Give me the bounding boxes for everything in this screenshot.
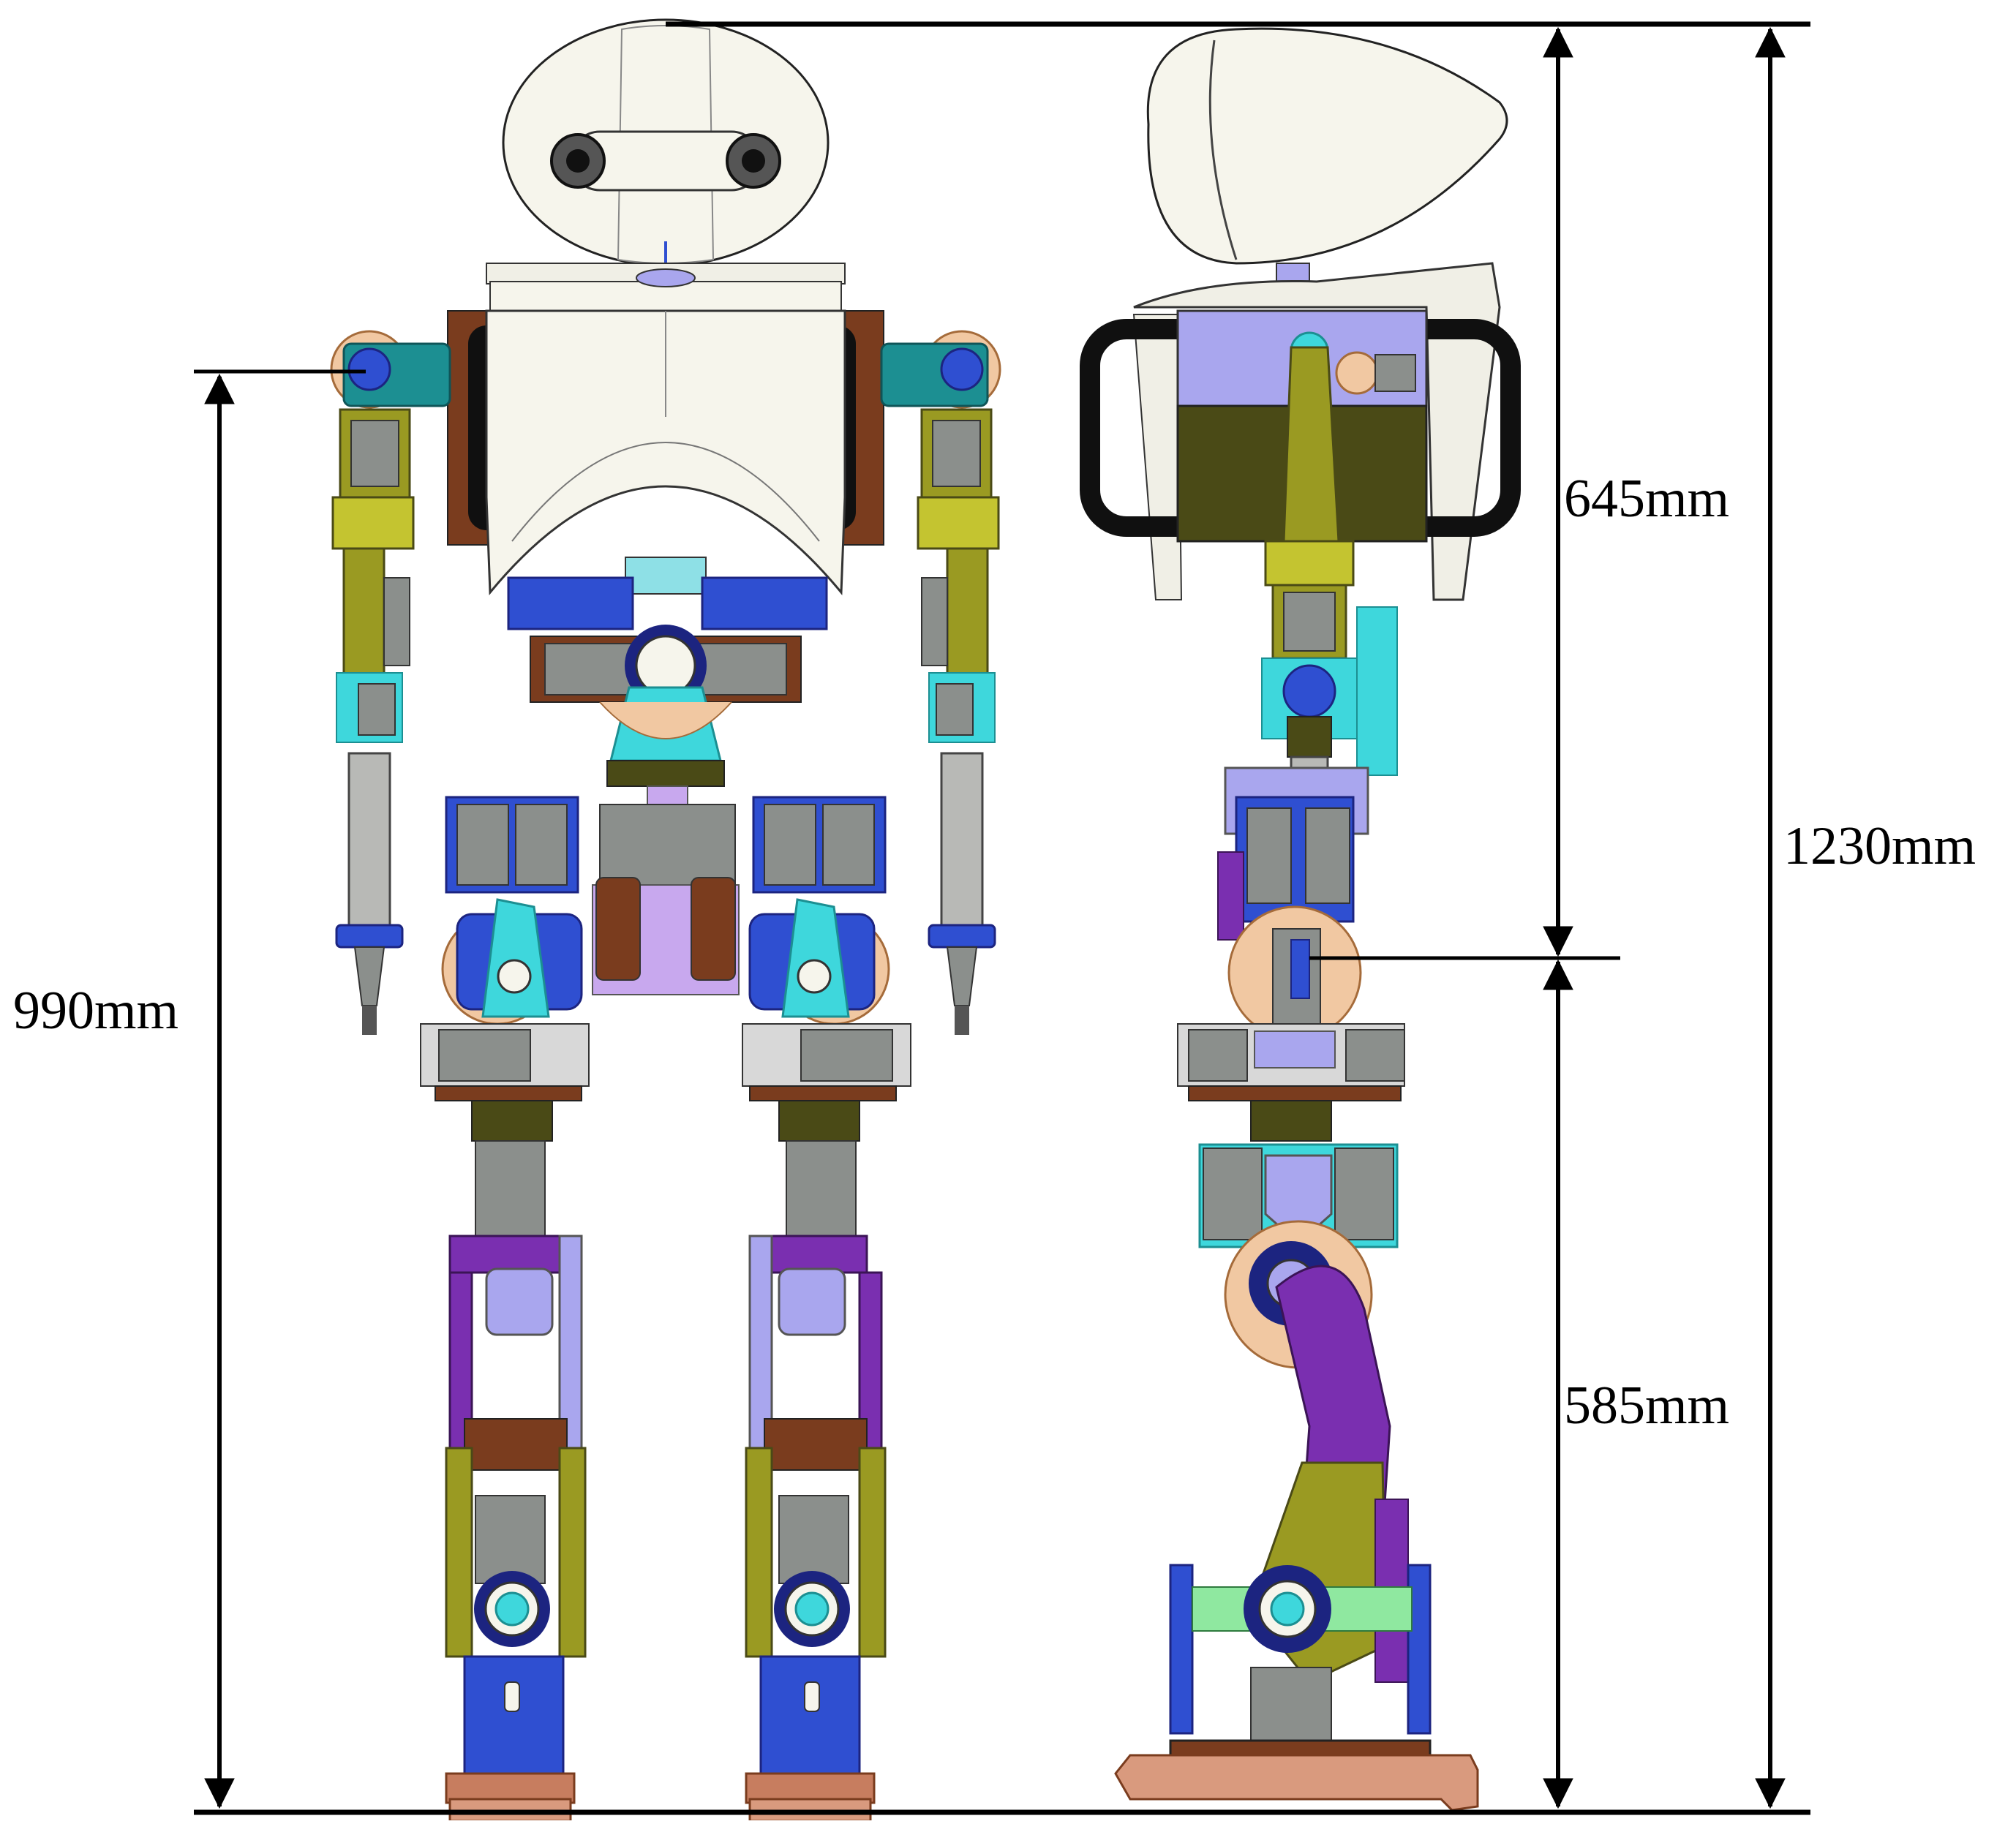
upper-body-arrow-top <box>1543 26 1573 58</box>
dimension-label-645: 645mm <box>1564 469 1730 529</box>
front-arm-left <box>330 330 451 1035</box>
front-arm-right <box>880 330 1001 1035</box>
side-view <box>1080 27 1521 1812</box>
side-foot <box>1114 1754 1479 1812</box>
dimension-label-585: 585mm <box>1564 1376 1730 1436</box>
front-leg-right <box>742 796 911 1823</box>
side-head <box>1146 27 1508 265</box>
upper-body-arrow-bottom <box>1543 926 1573 957</box>
dimension-label-1230: 1230mm <box>1783 816 1976 876</box>
front-view <box>330 18 1001 1823</box>
front-head <box>502 18 830 267</box>
shoulder-height-arrow-top <box>204 373 235 404</box>
torso-shell <box>485 309 846 595</box>
dimension-label-990: 990mm <box>13 981 179 1041</box>
dimension-lines <box>194 21 1810 1815</box>
front-leg-left <box>420 796 590 1823</box>
leg-length-arrow-bottom <box>1543 1778 1573 1809</box>
total-height-arrow-top <box>1755 26 1786 58</box>
total-height-arrow-bottom <box>1755 1778 1786 1809</box>
shoulder-height-arrow-bottom <box>204 1778 235 1809</box>
leg-length-arrow-top <box>1543 959 1573 990</box>
